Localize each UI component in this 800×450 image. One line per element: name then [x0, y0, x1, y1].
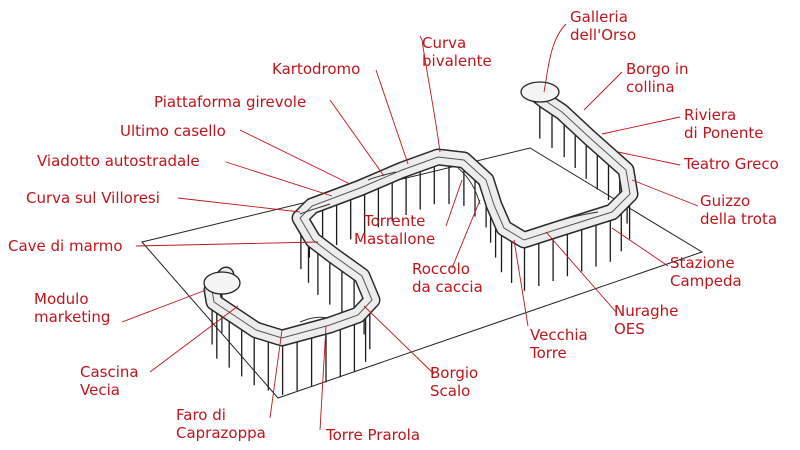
- leader-teatro: [617, 151, 681, 166]
- label-torre-prarola: Torre Prarola: [325, 426, 420, 444]
- label-cascina: Cascina Vecia: [80, 363, 143, 399]
- leader-galleria: [543, 23, 567, 93]
- track-layout: [203, 81, 639, 347]
- end-loop-modulo: [203, 271, 241, 295]
- detail-nuraghe: [561, 211, 599, 221]
- label-faro: Faro di Caprazoppa: [176, 406, 266, 442]
- label-riviera: Riviera di Ponente: [684, 106, 764, 142]
- leader-torre-prarola: [319, 325, 327, 431]
- label-piattaforma: Piattaforma girevole: [154, 93, 306, 111]
- label-ultimo-casello: Ultimo casello: [120, 122, 226, 140]
- label-torrente: Torrente Mastallone: [354, 212, 435, 248]
- leader-viadotto: [225, 161, 333, 197]
- label-galleria: Galleria dell'Orso: [570, 8, 636, 44]
- label-roccolo: Roccolo da caccia: [412, 260, 483, 296]
- leader-borgio: [363, 305, 435, 375]
- leader-riviera: [601, 116, 681, 135]
- river-detail-torrente: [457, 167, 481, 205]
- label-teatro: Teatro Greco: [683, 155, 779, 173]
- detail-kartodromo: [367, 171, 397, 181]
- label-curva-villoresi: Curva sul Villoresi: [26, 189, 160, 207]
- leader-kartodromo: [375, 69, 409, 165]
- leader-ultimo-casello: [239, 129, 351, 185]
- label-nuraghe: Nuraghe OES: [614, 302, 683, 338]
- track-centerline: [211, 91, 631, 339]
- leader-roccolo: [451, 199, 481, 269]
- label-stazione: Stazione Campeda: [670, 254, 742, 290]
- label-borgo-collina: Borgo in collina: [626, 60, 693, 96]
- leader-modulo: [121, 289, 207, 323]
- river-detail-villoresi: [299, 203, 331, 215]
- label-curva-bivalente: Curva bivalente: [422, 34, 492, 70]
- leader-curva-bivalente: [419, 35, 441, 153]
- leader-piattaforma: [329, 99, 385, 177]
- leader-cascina: [149, 305, 239, 373]
- label-guizzo: Guizzo della trota: [700, 192, 777, 228]
- leader-borgo-collina: [583, 71, 623, 111]
- label-vecchia-torre: Vecchia Torre: [529, 326, 592, 362]
- label-kartodromo: Kartodromo: [272, 60, 360, 78]
- leader-nuraghe: [545, 231, 617, 313]
- place-labels: Galleria dell'Orso Borgo in collina Rivi…: [8, 8, 779, 444]
- leader-torrente: [445, 179, 463, 227]
- leader-stazione: [611, 227, 669, 267]
- label-borgio: Borgio Scalo: [430, 364, 483, 400]
- leader-vecchia-torre: [513, 239, 529, 327]
- leader-guizzo: [631, 179, 699, 207]
- detail-faro: [299, 316, 329, 323]
- label-modulo: Modulo marketing: [34, 290, 110, 326]
- leader-lines: [121, 23, 699, 431]
- label-viadotto: Viadotto autostradale: [37, 152, 200, 170]
- leader-faro: [269, 329, 283, 419]
- end-loop-galleria: [520, 81, 560, 103]
- label-cave: Cave di marmo: [8, 237, 123, 255]
- leader-curva-villoresi: [177, 197, 301, 213]
- leader-cave: [135, 241, 319, 247]
